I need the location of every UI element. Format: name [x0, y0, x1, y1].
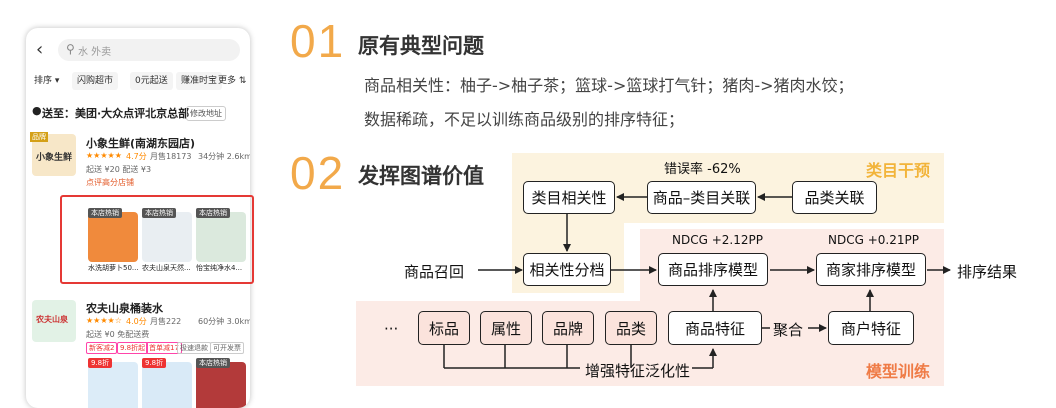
store-delivery: 起送 ¥0 免配送费 — [86, 330, 150, 339]
section-title-problems: 原有典型问题 — [358, 34, 484, 58]
filter-sort[interactable]: 排序 ▾ — [34, 76, 60, 86]
box-merchant-rank-model: 商家排序模型 — [816, 253, 926, 286]
product-image[interactable] — [142, 212, 192, 262]
promo-tag: 可开发票 — [210, 342, 244, 354]
store-sales: 月售18173 — [150, 152, 192, 161]
box-product-category-link: 商品–类目关联 — [647, 181, 756, 214]
store-logo — [32, 300, 76, 342]
box-tag: 标品 — [418, 311, 470, 345]
store-name[interactable]: 小象生鲜(南湖东园店) — [86, 137, 196, 150]
region-title-model-training: 模型训练 — [866, 362, 931, 381]
filter-on-time[interactable]: 赚准时宝 — [176, 72, 223, 90]
ndcg-product-label: NDCG +2.12PP — [672, 233, 763, 247]
product-image[interactable] — [196, 212, 246, 262]
ndcg-merchant-label: NDCG +0.21PP — [828, 233, 919, 247]
store-logo-text: 小象生鲜 — [36, 153, 73, 163]
store-logo-text: 农夫山泉 — [36, 315, 68, 324]
box-relevance-tier: 相关性分档 — [523, 253, 611, 286]
product-name[interactable]: 水洗胡萝卜50... — [88, 264, 139, 272]
section-number-01: 01 — [290, 15, 346, 67]
box-brand: 品牌 — [542, 311, 594, 345]
label-ellipsis: ··· — [384, 320, 399, 338]
phone-screenshot: ‹ ⚲ 水 外卖 排序 ▾ 闪购超市 0元起送 赚准时宝 更多 ⇅ ● 送至：美… — [26, 28, 250, 408]
star-rating-icon: ★★★★☆ — [86, 316, 122, 325]
product-name[interactable]: 怡宝纯净水4... — [196, 264, 243, 272]
label-enhance-generalization: 增强特征泛化性 — [585, 362, 691, 380]
box-category-relevance: 类目相关性 — [523, 181, 615, 214]
problem-line-1: 商品相关性：柚子->柚子茶；篮球->篮球打气针；猪肉->猪肉水饺； — [364, 76, 854, 95]
box-merchant-feature: 商户特征 — [828, 311, 914, 345]
problem-line-2: 数据稀疏，不足以训练商品级别的排序特征； — [364, 110, 685, 129]
box-attribute: 属性 — [480, 311, 532, 345]
promo-tag: 新客减2 — [86, 342, 118, 354]
discount-badge: 9.8折 — [88, 358, 113, 368]
search-placeholder: 水 外卖 — [78, 47, 112, 58]
label-aggregate: 聚合 — [773, 321, 804, 339]
box-category: 品类 — [605, 311, 657, 345]
filter-zero-min[interactable]: 0元起送 — [130, 72, 173, 90]
box-product-rank-model: 商品排序模型 — [658, 253, 768, 286]
filter-flash-market[interactable]: 闪购超市 — [72, 72, 119, 90]
box-product-feature: 商品特征 — [668, 311, 762, 345]
hot-badge: 本店热销 — [196, 208, 230, 218]
store-time-distance: 34分钟 2.6km — [198, 152, 250, 161]
box-category-link: 品类关联 — [792, 181, 877, 214]
error-rate-label: 错误率 -62% — [664, 162, 741, 177]
hot-badge: 本店热销 — [142, 208, 176, 218]
star-rating-icon: ★★★★★ — [86, 151, 122, 160]
chevron-left-icon[interactable]: ‹ — [36, 39, 44, 60]
hot-badge: 本店热销 — [88, 208, 122, 218]
filter-more[interactable]: 更多 ⇅ — [218, 76, 247, 86]
region-title-category-intervention: 类目干预 — [866, 161, 931, 180]
edit-address-button[interactable]: 修改地址 — [186, 106, 226, 121]
product-name[interactable]: 农夫山泉天然... — [142, 264, 191, 272]
search-icon: ⚲ — [66, 42, 75, 56]
section-title-graph-value: 发挥图谱价值 — [358, 164, 484, 188]
delivery-address: 送至：美团·大众点评北京总部 — [42, 107, 190, 120]
section-number-02: 02 — [290, 147, 346, 199]
label-product-recall: 商品召回 — [404, 263, 465, 281]
store-time-distance: 60分钟 3.0km — [198, 317, 250, 326]
store-rating: 4.7分 — [126, 152, 147, 161]
label-rank-result: 排序结果 — [957, 263, 1018, 281]
store-note: 点评高分店铺 — [86, 178, 134, 187]
location-icon: ● — [32, 104, 42, 117]
search-input[interactable] — [58, 39, 240, 61]
highlight-box — [60, 195, 254, 284]
discount-badge: 9.8折 — [142, 358, 167, 368]
brand-badge: 品牌 — [30, 132, 48, 142]
store-sales: 月售222 — [150, 317, 182, 326]
promo-tag: 首单减17 — [146, 342, 182, 354]
hot-badge: 本店热销 — [196, 358, 230, 368]
product-image[interactable] — [88, 212, 138, 262]
store-delivery: 起送 ¥20 配送 ¥3 — [86, 165, 152, 174]
promo-tag: 9.8折起 — [117, 342, 149, 354]
store-rating: 4.0分 — [126, 317, 147, 326]
store-name[interactable]: 农夫山泉桶装水 — [86, 302, 163, 315]
